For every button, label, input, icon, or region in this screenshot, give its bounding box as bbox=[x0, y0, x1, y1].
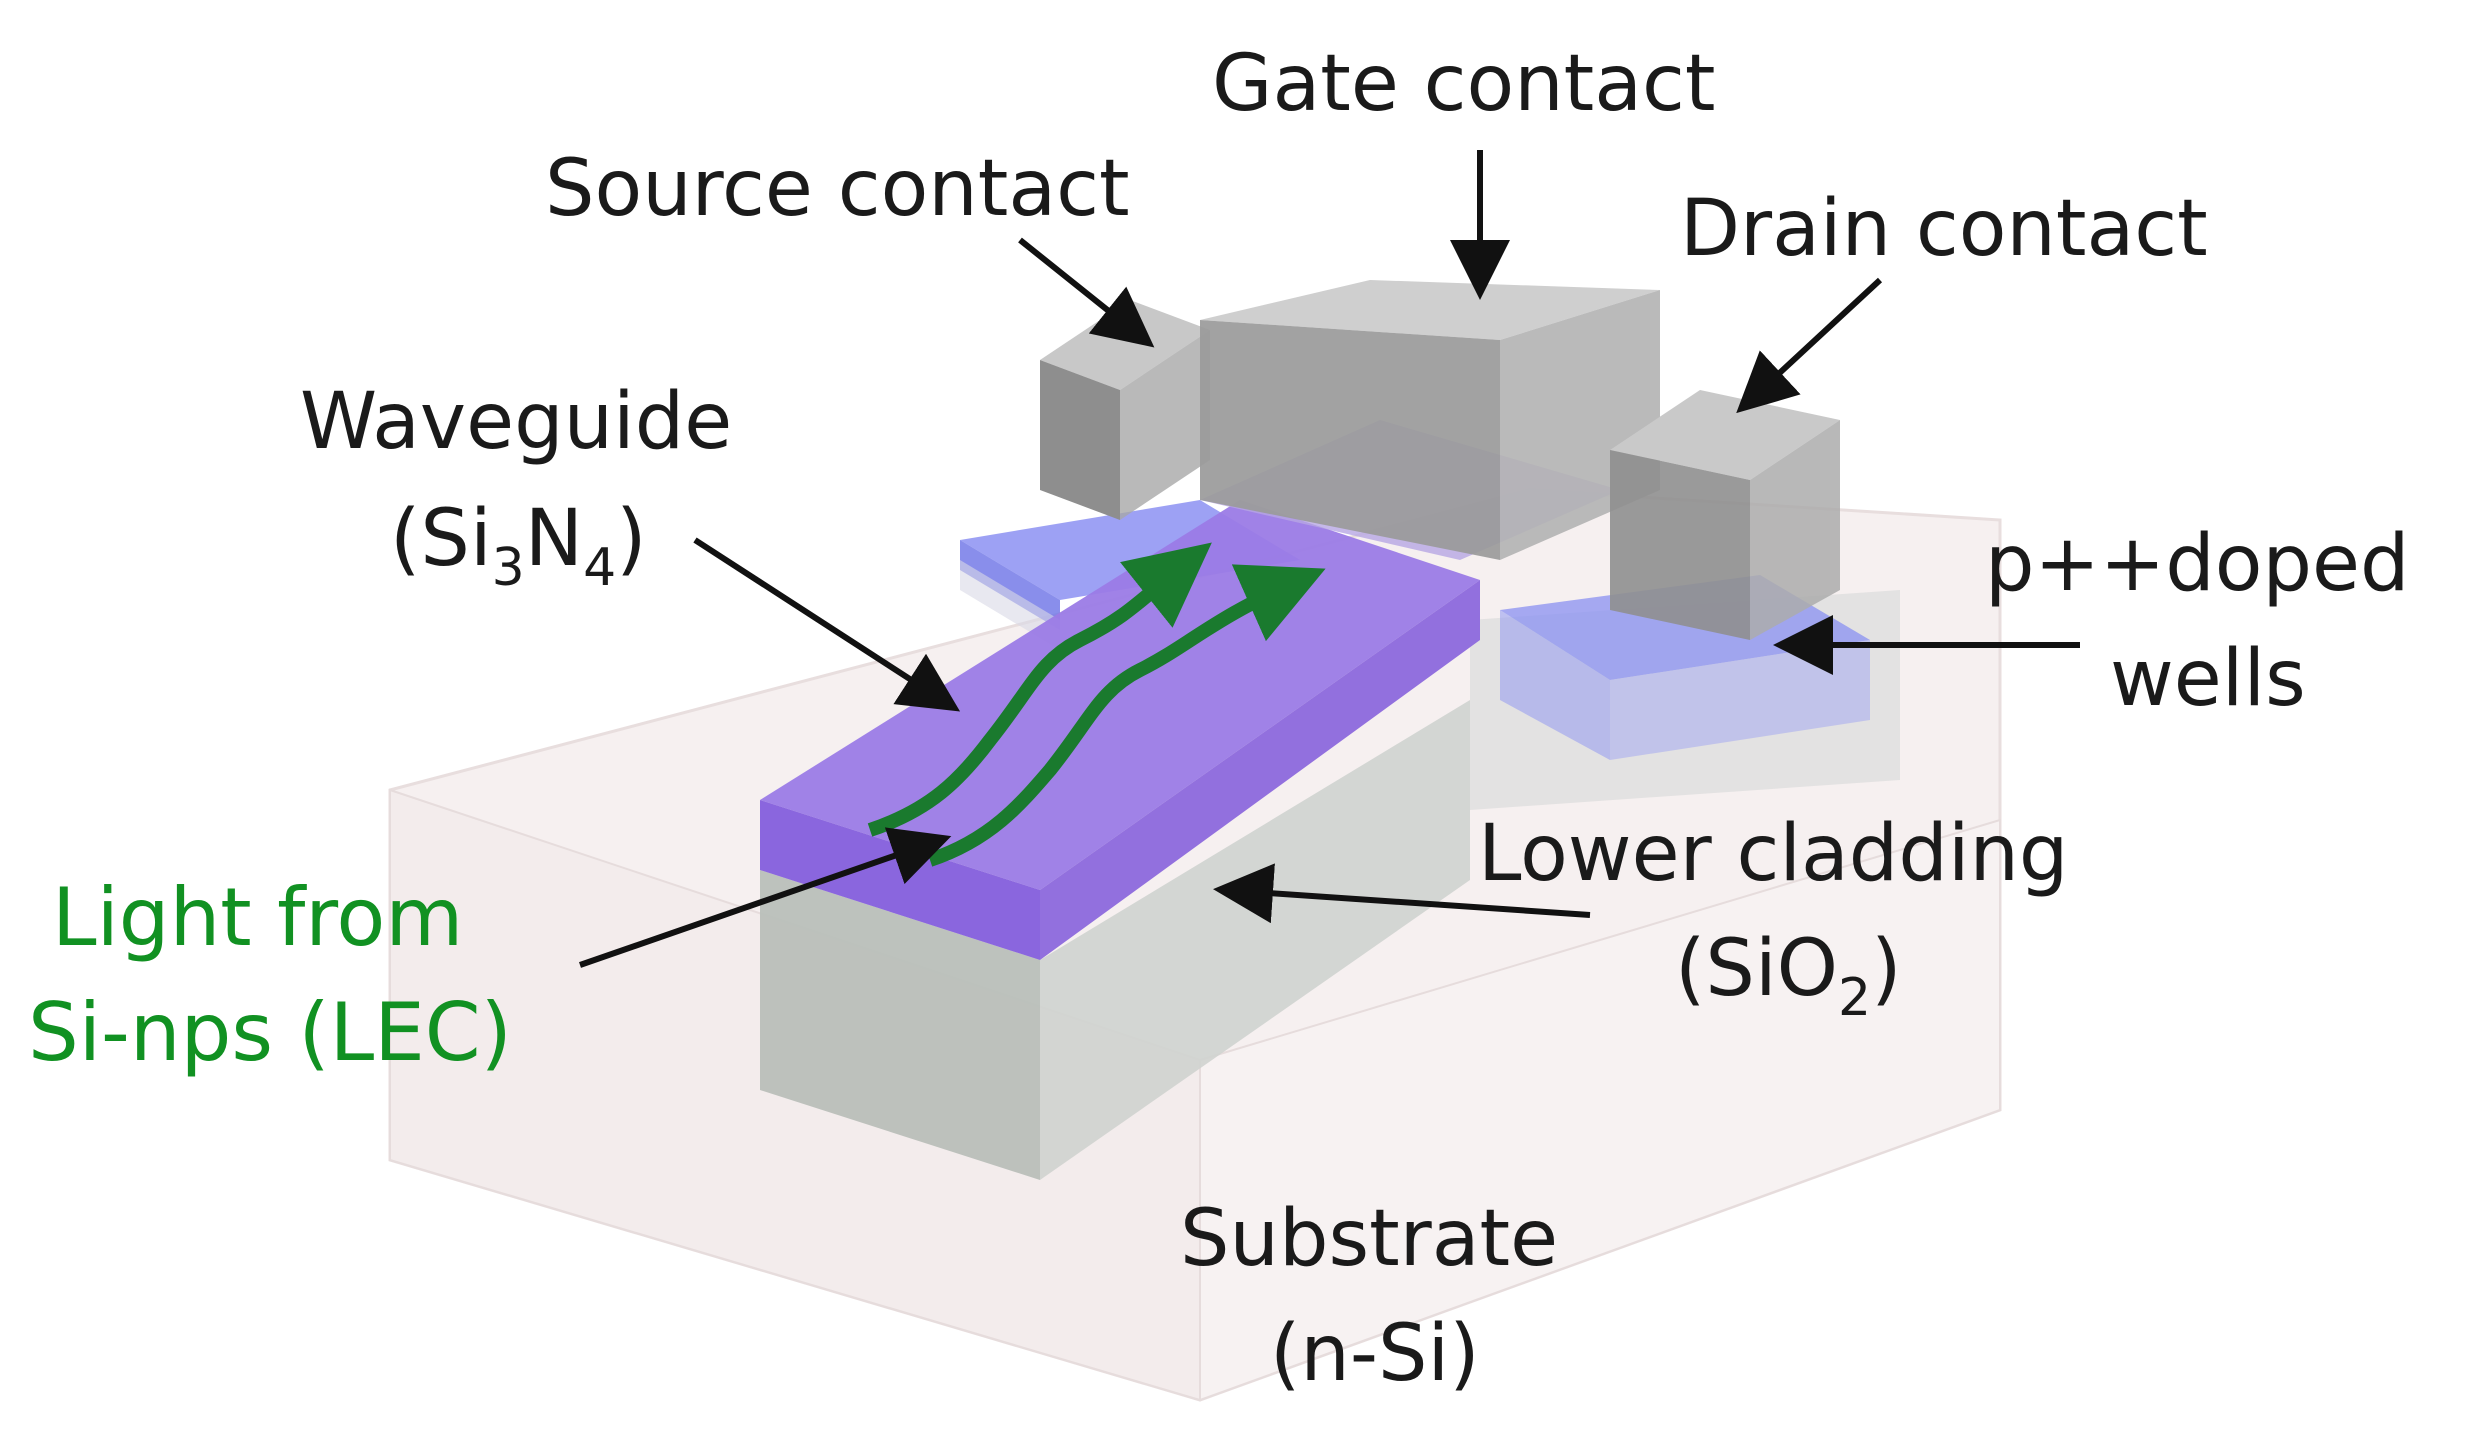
waveguide-label: Waveguide bbox=[300, 377, 732, 467]
drain-contact-label: Drain contact bbox=[1680, 184, 2208, 274]
si-nps-label: Si-nps (LEC) bbox=[28, 986, 512, 1079]
lower-cladding-label: Lower cladding bbox=[1478, 809, 2068, 899]
wells-label: wells bbox=[2110, 634, 2306, 724]
gate-contact-label: Gate contact bbox=[1212, 39, 1716, 129]
source-contact-label: Source contact bbox=[545, 144, 1130, 234]
gate-contact bbox=[1200, 280, 1660, 560]
light-wave-arrows bbox=[867, 542, 1326, 867]
waveguide-formula-label: (Si3N4) bbox=[390, 494, 647, 598]
source-arrow bbox=[1018, 237, 1155, 348]
pointer-arrows bbox=[579, 150, 2080, 968]
substrate-label: Substrate bbox=[1180, 1194, 1558, 1284]
lower-cladding-arrow bbox=[1213, 863, 1591, 924]
lower-cladding-formula-label: (SiO2) bbox=[1675, 924, 1902, 1028]
p-doped-label: p++doped bbox=[1985, 519, 2409, 609]
n-si-label: (n-Si) bbox=[1270, 1309, 1480, 1399]
source-contact bbox=[1040, 300, 1210, 520]
light-arrow bbox=[579, 827, 952, 968]
drain-arrow bbox=[1736, 277, 1883, 414]
lower-cladding-block bbox=[760, 700, 1470, 1180]
waveguide-arrow bbox=[693, 537, 961, 712]
drain-contact bbox=[1610, 390, 1840, 640]
light-from-label: Light from bbox=[52, 871, 463, 964]
